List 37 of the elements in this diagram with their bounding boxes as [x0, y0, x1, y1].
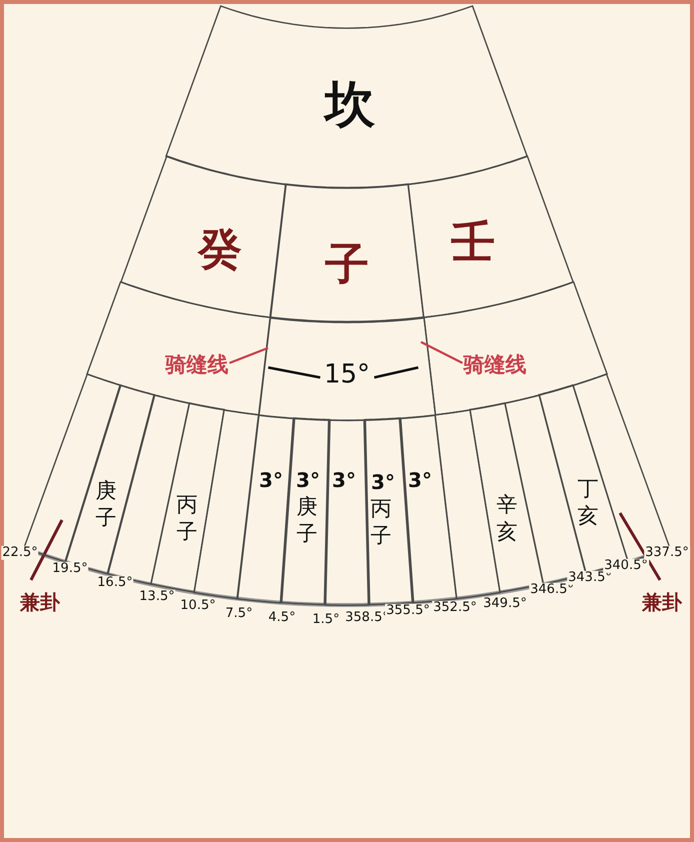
degree-label: 343.5° — [567, 570, 613, 586]
band-sector — [258, 316, 436, 421]
leader-line — [420, 341, 463, 364]
sector-label: 15° — [324, 360, 370, 390]
sector-label: 3° — [259, 468, 283, 491]
degree-label: 22.5° — [1, 546, 39, 560]
degree-label: 337.5° — [644, 546, 690, 560]
sector-label: 3° — [332, 468, 356, 491]
stem-sector — [269, 183, 425, 323]
degree-label: 340.5° — [603, 558, 649, 574]
sector-label: 丙子 — [176, 492, 198, 546]
note-label: 兼卦 — [20, 591, 60, 613]
degree-label: 355.5° — [385, 604, 431, 618]
sector-label: 庚子 — [296, 494, 318, 548]
band-sector — [422, 281, 608, 416]
sector-label: 壬 — [450, 218, 495, 268]
sector-label: 3° — [408, 468, 432, 491]
sector-label: 坎 — [324, 77, 375, 132]
sector-label: 丙子 — [370, 496, 392, 550]
callout-label: 骑缝线 — [165, 353, 228, 377]
sector-label: 辛亥 — [496, 492, 518, 546]
trigram-sector — [165, 4, 529, 189]
sector-label: 子 — [324, 240, 369, 290]
strip-sector — [324, 418, 370, 606]
leader-line — [229, 346, 268, 364]
callout-label: 骑缝线 — [463, 353, 526, 377]
sector-label: 癸 — [198, 226, 242, 274]
stem-sector — [120, 155, 287, 319]
sector-label: 庚子 — [94, 478, 117, 532]
stem-sector — [407, 155, 574, 319]
note-label: 兼卦 — [642, 591, 682, 613]
band-sector — [86, 281, 272, 416]
sector-label: 3° — [296, 468, 320, 491]
strip-sector — [280, 417, 330, 606]
strip-sector — [236, 414, 295, 604]
sector-label: 丁亥 — [576, 476, 599, 530]
sector-label: 3° — [371, 470, 395, 493]
